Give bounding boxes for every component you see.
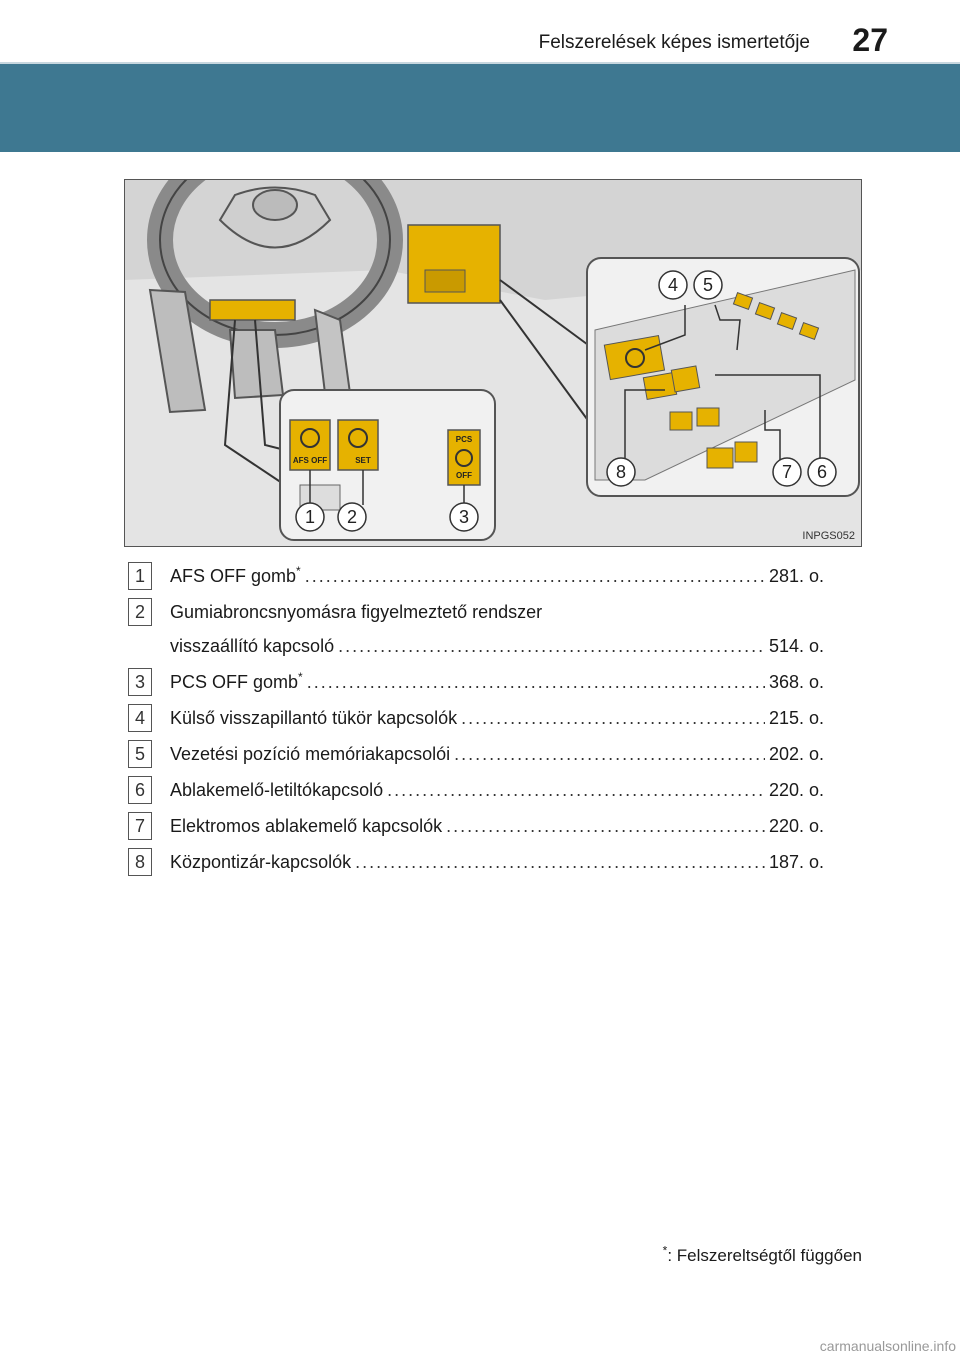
- availability-star: *: [298, 670, 303, 684]
- list-item: 2 Gumiabroncsnyomásra figyelmeztető rend…: [124, 597, 824, 667]
- item-number: 3: [128, 668, 152, 696]
- leader-dots: [355, 849, 765, 875]
- page-reference[interactable]: 220. o.: [769, 813, 824, 839]
- page-header: Felszerelések képes ismertetője 27: [0, 0, 960, 64]
- leader-dots: [454, 741, 765, 767]
- figure-code: INPGS052: [802, 530, 855, 542]
- set-label: SET: [355, 456, 371, 465]
- item-label: Külső visszapillantó tükör kapcsolók: [170, 705, 457, 731]
- callout-3: 3: [459, 507, 469, 527]
- off-label: OFF: [456, 471, 472, 480]
- leader-dots: [307, 669, 765, 695]
- dashboard-illustration: AFS OFF SET PCS OFF: [124, 179, 862, 547]
- list-item: 5 Vezetési pozíció memóriakapcsolói 202.…: [124, 739, 824, 775]
- page-reference[interactable]: 368. o.: [769, 669, 824, 695]
- page-reference[interactable]: 220. o.: [769, 777, 824, 803]
- leader-dots: [387, 777, 765, 803]
- watermark: carmanualsonline.info: [820, 1338, 956, 1354]
- leader-dots: [461, 705, 765, 731]
- item-number: 5: [128, 740, 152, 768]
- leader-dots: [305, 563, 765, 589]
- section-title: Felszerelések képes ismertetője: [539, 32, 810, 54]
- list-item: 4 Külső visszapillantó tükör kapcsolók 2…: [124, 703, 824, 739]
- list-item: 7 Elektromos ablakemelő kapcsolók 220. o…: [124, 811, 824, 847]
- section-band: [0, 64, 960, 152]
- item-number: 7: [128, 812, 152, 840]
- item-label: PCS OFF gomb: [170, 672, 298, 692]
- list-item: 6 Ablakemelő-letiltókapcsoló 220. o.: [124, 775, 824, 811]
- component-list: 1 AFS OFF gomb* 281. o. 2 Gumiabroncsnyo…: [124, 561, 824, 883]
- item-number: 1: [128, 562, 152, 590]
- list-item: 8 Központizár-kapcsolók 187. o.: [124, 847, 824, 883]
- item-label: AFS OFF gomb: [170, 566, 296, 586]
- availability-star: *: [296, 564, 301, 578]
- page-reference[interactable]: 187. o.: [769, 849, 824, 875]
- list-item: 3 PCS OFF gomb* 368. o.: [124, 667, 824, 703]
- page-reference[interactable]: 215. o.: [769, 705, 824, 731]
- item-number: 6: [128, 776, 152, 804]
- illustration-svg: AFS OFF SET PCS OFF: [125, 180, 862, 547]
- item-label-line1: Gumiabroncsnyomásra figyelmeztető rendsz…: [170, 599, 542, 625]
- callout-5: 5: [703, 275, 713, 295]
- callout-6: 6: [817, 462, 827, 482]
- page-reference[interactable]: 281. o.: [769, 563, 824, 589]
- leader-dots: [446, 813, 765, 839]
- list-item: 1 AFS OFF gomb* 281. o.: [124, 561, 824, 597]
- item-label: Ablakemelő-letiltókapcsoló: [170, 777, 383, 803]
- item-number: 8: [128, 848, 152, 876]
- callout-4: 4: [668, 275, 678, 295]
- footnote: *: Felszereltségtől függően: [663, 1246, 862, 1266]
- page-number: 27: [852, 22, 888, 59]
- item-number: 2: [128, 598, 152, 626]
- afs-off-label: AFS OFF: [293, 456, 327, 465]
- page-reference[interactable]: 202. o.: [769, 741, 824, 767]
- item-label: visszaállító kapcsoló: [170, 633, 334, 659]
- callout-8: 8: [616, 462, 626, 482]
- item-label: Elektromos ablakemelő kapcsolók: [170, 813, 442, 839]
- item-number: 4: [128, 704, 152, 732]
- page-reference[interactable]: 514. o.: [769, 633, 824, 659]
- callout-2: 2: [347, 507, 357, 527]
- callout-1: 1: [305, 507, 315, 527]
- item-label: Vezetési pozíció memóriakapcsolói: [170, 741, 450, 767]
- item-label: Központizár-kapcsolók: [170, 849, 351, 875]
- callout-7: 7: [782, 462, 792, 482]
- pcs-label: PCS: [456, 435, 473, 444]
- leader-dots: [338, 633, 765, 659]
- footnote-text: : Felszereltségtől függően: [667, 1246, 862, 1265]
